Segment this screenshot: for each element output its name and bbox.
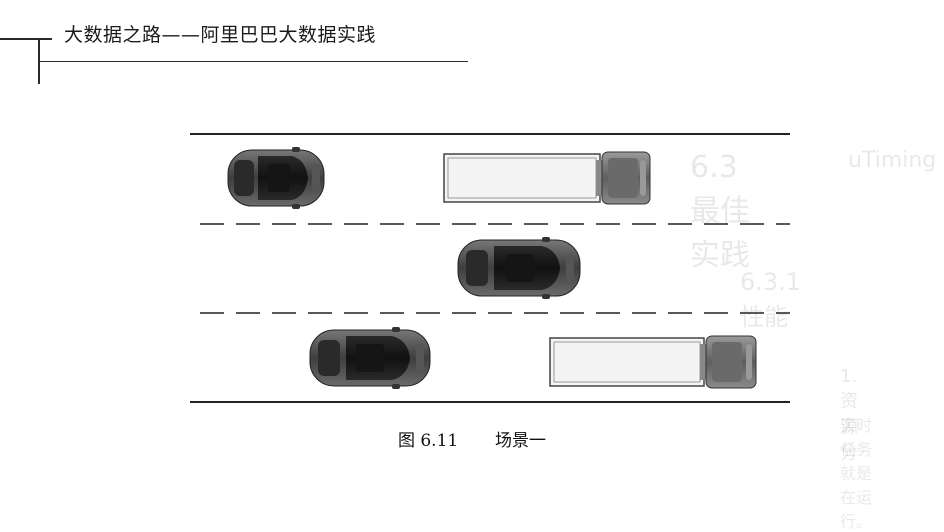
car-lane-1: [227, 147, 325, 209]
figure-caption: 图 6.11 场景一: [0, 426, 944, 451]
bleed-section-heading: 6.3 最佳实践: [690, 150, 768, 273]
bleed-item: 1. 资源分: [840, 366, 858, 464]
truck-lane-3: [549, 335, 757, 389]
header-rule-top-short: [0, 38, 52, 40]
car-lane-3: [309, 327, 431, 389]
road-scenario-figure: [190, 133, 790, 403]
car-lane-2: [457, 237, 581, 299]
header-rule-bottom: [38, 61, 468, 62]
bleed-term: uTiming: [848, 148, 937, 173]
running-header-title: 大数据之路——阿里巴巴大数据实践: [64, 24, 377, 46]
truck-lane-1: [443, 151, 651, 205]
figure-caption-number: 图 6.11: [397, 431, 459, 451]
bleed-subsection-heading: 6.3.1 性能: [740, 268, 826, 331]
figure-caption-text: 场景一: [495, 431, 547, 451]
